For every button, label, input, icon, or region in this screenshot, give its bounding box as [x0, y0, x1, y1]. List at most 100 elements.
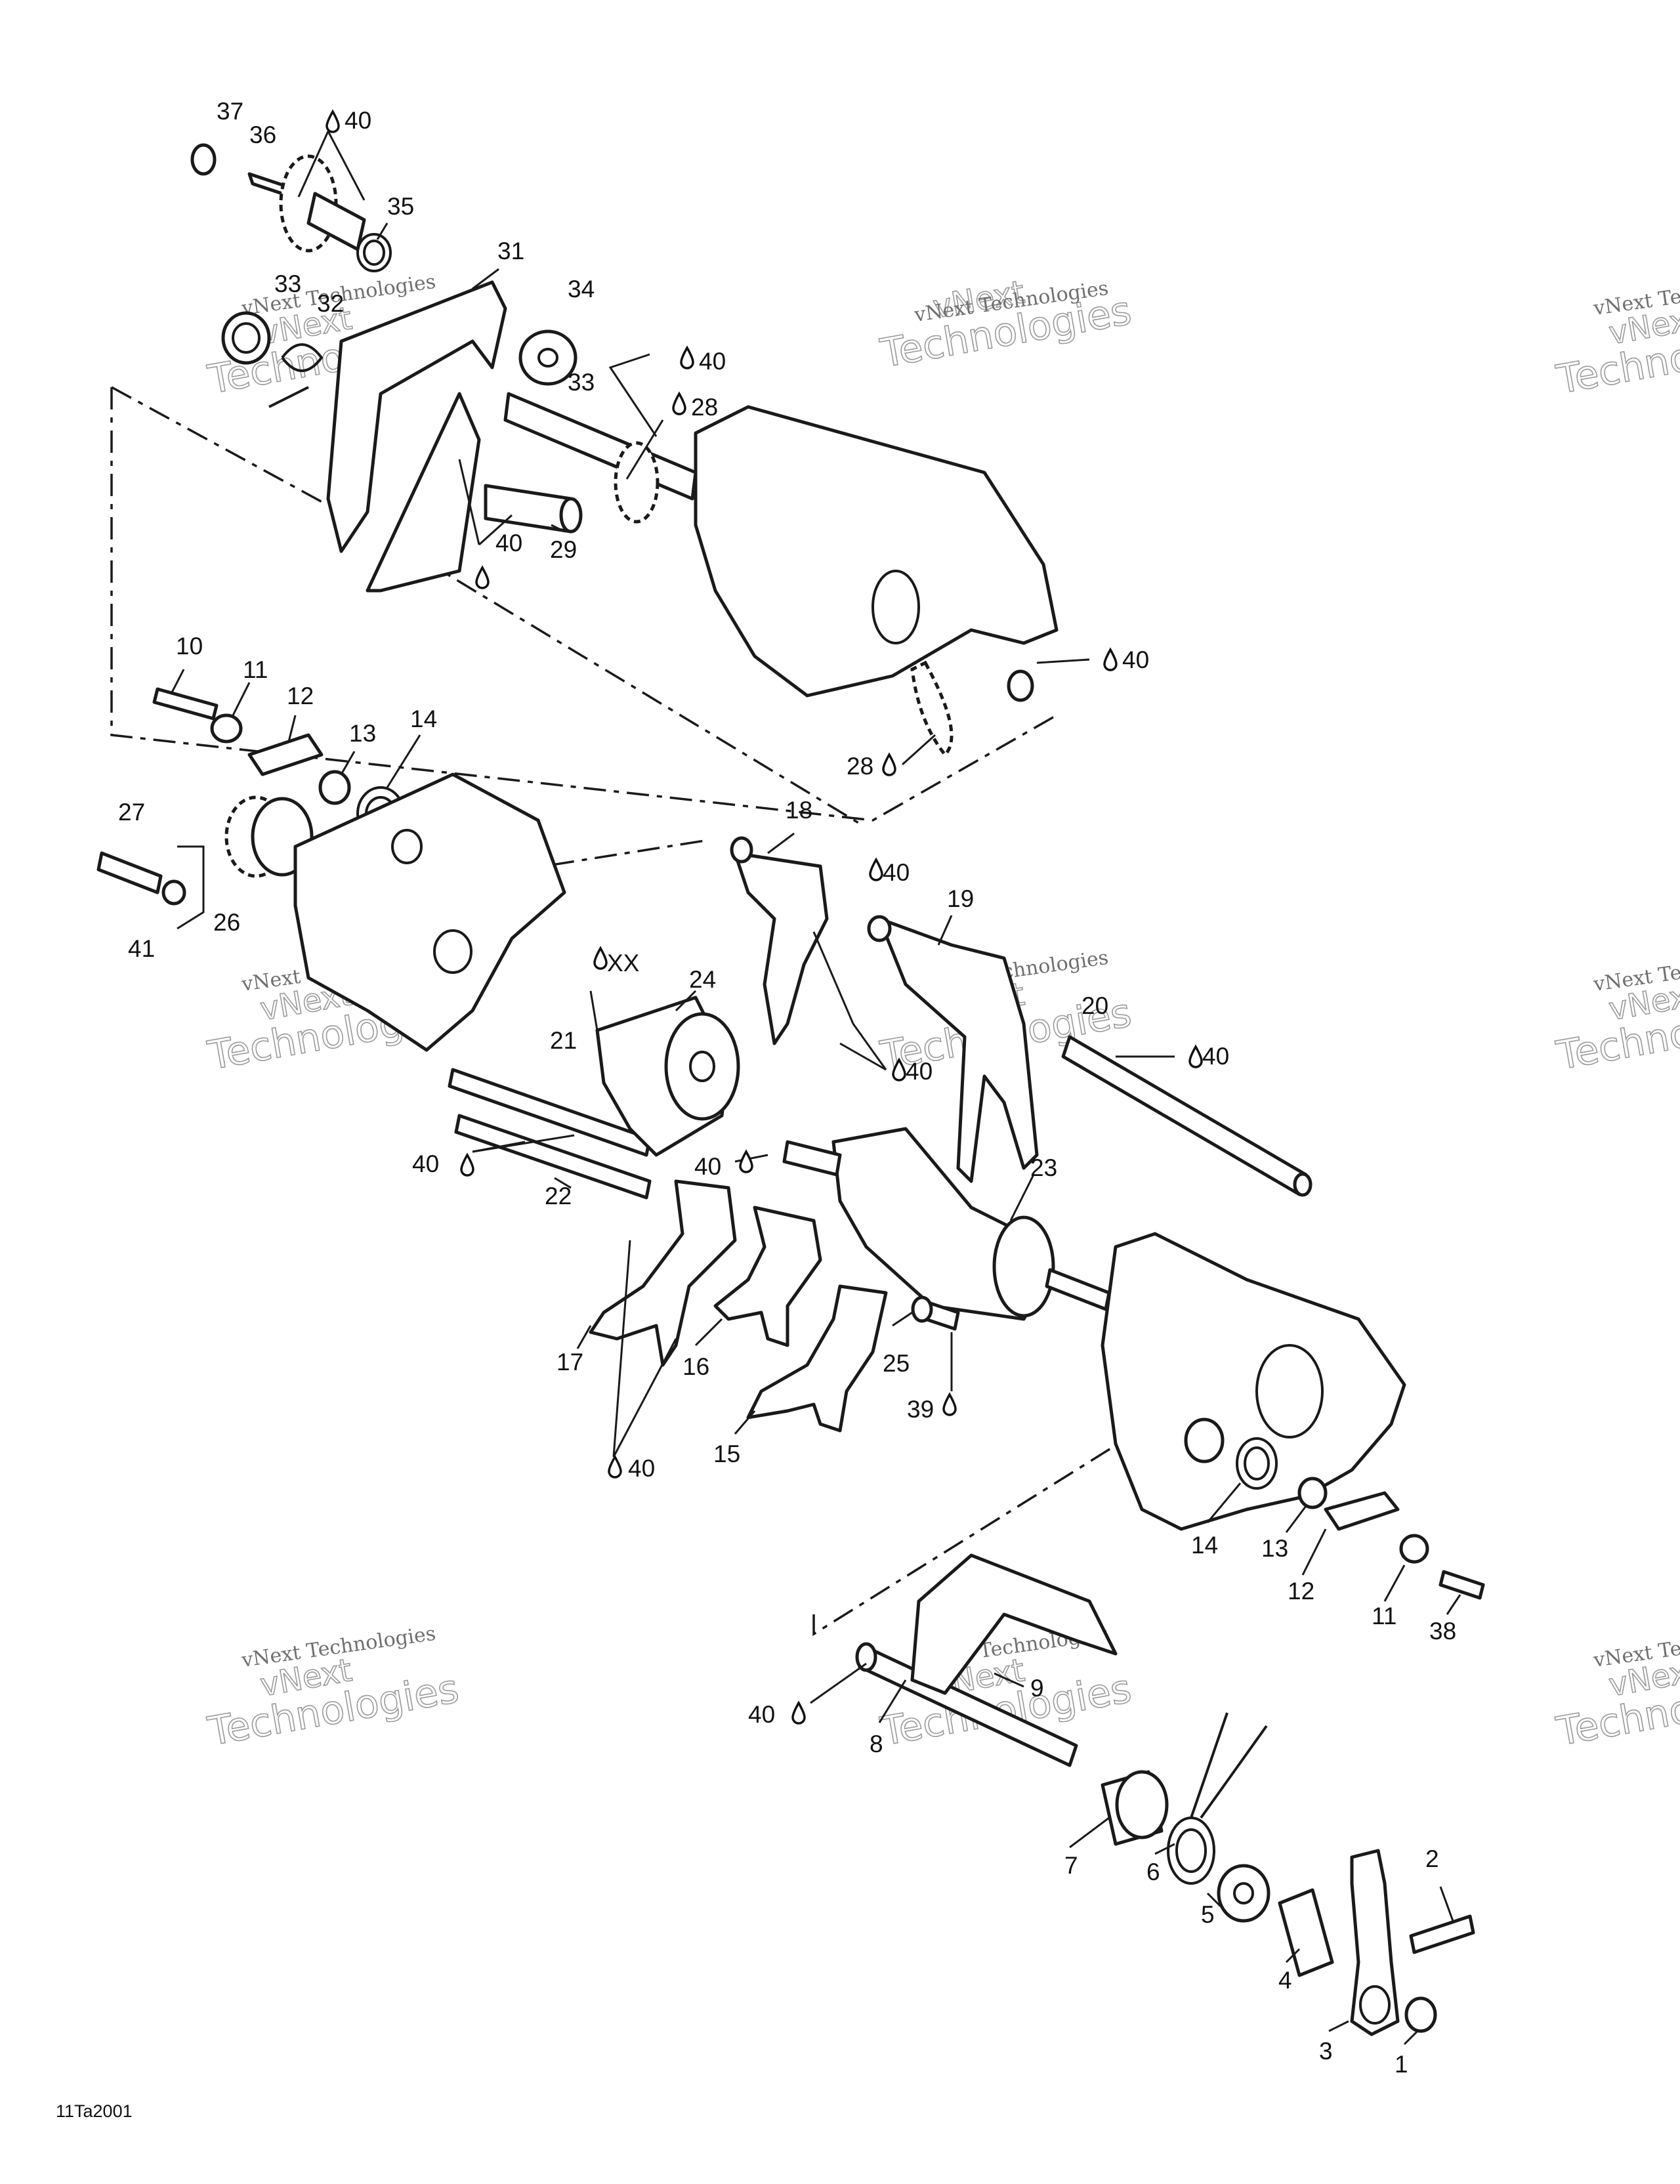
callout-19: 19: [947, 885, 974, 912]
assembly-line-mid: [295, 839, 709, 907]
callout-24: 24: [689, 966, 716, 993]
callout-40: 40: [699, 348, 726, 375]
leader: [551, 524, 565, 533]
lubricant-drop-icon: [942, 1392, 957, 1416]
leader: [472, 268, 499, 290]
plate-31: [326, 280, 507, 553]
right-housing: [1101, 1232, 1485, 1600]
leader: [625, 419, 664, 480]
bushing-4: [1278, 1888, 1334, 1977]
bolt-2: [1409, 1914, 1475, 1954]
leader: [1301, 1528, 1327, 1576]
fork-19: [877, 917, 1039, 1183]
leader: [297, 131, 329, 198]
leader: [1154, 1843, 1175, 1855]
callout-26: 26: [213, 909, 240, 936]
callout-34: 34: [568, 276, 595, 303]
lubricant-drop-icon: [791, 1700, 806, 1725]
callout-13: 13: [1261, 1535, 1288, 1562]
leader: [340, 751, 356, 775]
leader: [1009, 1174, 1035, 1221]
fork-15: [746, 1284, 888, 1433]
fork-17: [589, 1179, 737, 1367]
leader: [327, 131, 366, 201]
leader: [589, 990, 598, 1031]
fork-19-pin: [867, 915, 892, 942]
pin-25-head: [911, 1295, 933, 1323]
rod-21: [448, 1068, 652, 1157]
crankcase-bore: [872, 570, 920, 644]
lubricant-drops: [326, 109, 1203, 1725]
shift-drum-23-shaft: [1045, 1268, 1111, 1311]
leader: [1383, 1564, 1406, 1602]
plate-31b: [366, 392, 481, 593]
callout-29: 29: [550, 536, 577, 563]
shaft-8-end: [855, 1642, 877, 1672]
lever-9: [910, 1553, 1118, 1695]
lubricant-drop-icon: [672, 391, 686, 415]
leader: [675, 990, 697, 1012]
lubricant-drop-icon: [869, 857, 883, 881]
callout-27: 27: [118, 799, 145, 826]
bolt-38: [1438, 1570, 1485, 1600]
leader: [839, 1042, 887, 1071]
callout-25: 25: [883, 1350, 910, 1377]
callout-40: 40: [748, 1701, 775, 1728]
fork-18-pin: [730, 836, 753, 864]
lubricant-drop-icon: [460, 1152, 474, 1177]
lubricant-drop-icon: [475, 565, 490, 589]
shift-drum-23-stub: [782, 1140, 842, 1177]
callout-15: 15: [713, 1440, 740, 1467]
callout-6: 6: [1146, 1858, 1160, 1885]
callout-22: 22: [545, 1183, 572, 1209]
spring-35: [356, 233, 392, 272]
pin-29-end: [559, 497, 583, 534]
assembly-lines: [110, 386, 1182, 1637]
callout-28: 28: [691, 394, 718, 421]
callout-12: 12: [1288, 1578, 1314, 1605]
washer-34: [518, 329, 578, 386]
crankcase-right-boss: [1184, 1418, 1225, 1463]
crankcase-left-bore: [391, 829, 423, 864]
spring-14b: [1236, 1437, 1278, 1490]
leader: [734, 1154, 768, 1163]
callout-40: 40: [412, 1150, 439, 1177]
gear-28: [614, 441, 660, 524]
leader: [1069, 1816, 1110, 1849]
callout-14: 14: [1191, 1532, 1218, 1559]
washer-11: [210, 713, 243, 744]
leader: [1206, 1482, 1242, 1523]
leader: [386, 734, 421, 788]
leader: [376, 222, 388, 240]
callout-XX: XX: [607, 950, 639, 976]
leader: [694, 1318, 723, 1347]
bushing-33: [221, 311, 271, 365]
crankcase-right-bore: [1255, 1344, 1324, 1438]
spring-6-legs: [1190, 1712, 1268, 1819]
callout-14: 14: [410, 705, 437, 732]
pin-29: [484, 484, 573, 534]
fork-18: [733, 851, 829, 1045]
leader: [994, 1672, 1024, 1688]
callout-32: 32: [317, 290, 344, 317]
leader: [1328, 2020, 1349, 2032]
leader: [458, 459, 480, 545]
leader: [576, 1325, 592, 1349]
leader: [1285, 1505, 1307, 1533]
leader: [478, 514, 513, 546]
callout-11: 11: [243, 656, 268, 683]
callout-39: 39: [907, 1396, 934, 1423]
drawing-code: 11Ta2001: [56, 2101, 133, 2121]
callout-40: 40: [628, 1455, 655, 1482]
callout-40: 40: [906, 1058, 933, 1085]
callout-33: 33: [274, 270, 301, 297]
left-mid-assembly: [96, 687, 566, 1052]
callout-28: 28: [847, 753, 873, 780]
callout-36: 36: [249, 121, 276, 148]
washer-41: [161, 879, 186, 906]
rod-22: [454, 1114, 652, 1200]
callout-5: 5: [1201, 1901, 1215, 1928]
leader: [767, 832, 795, 854]
callout-23: 23: [1030, 1154, 1057, 1181]
